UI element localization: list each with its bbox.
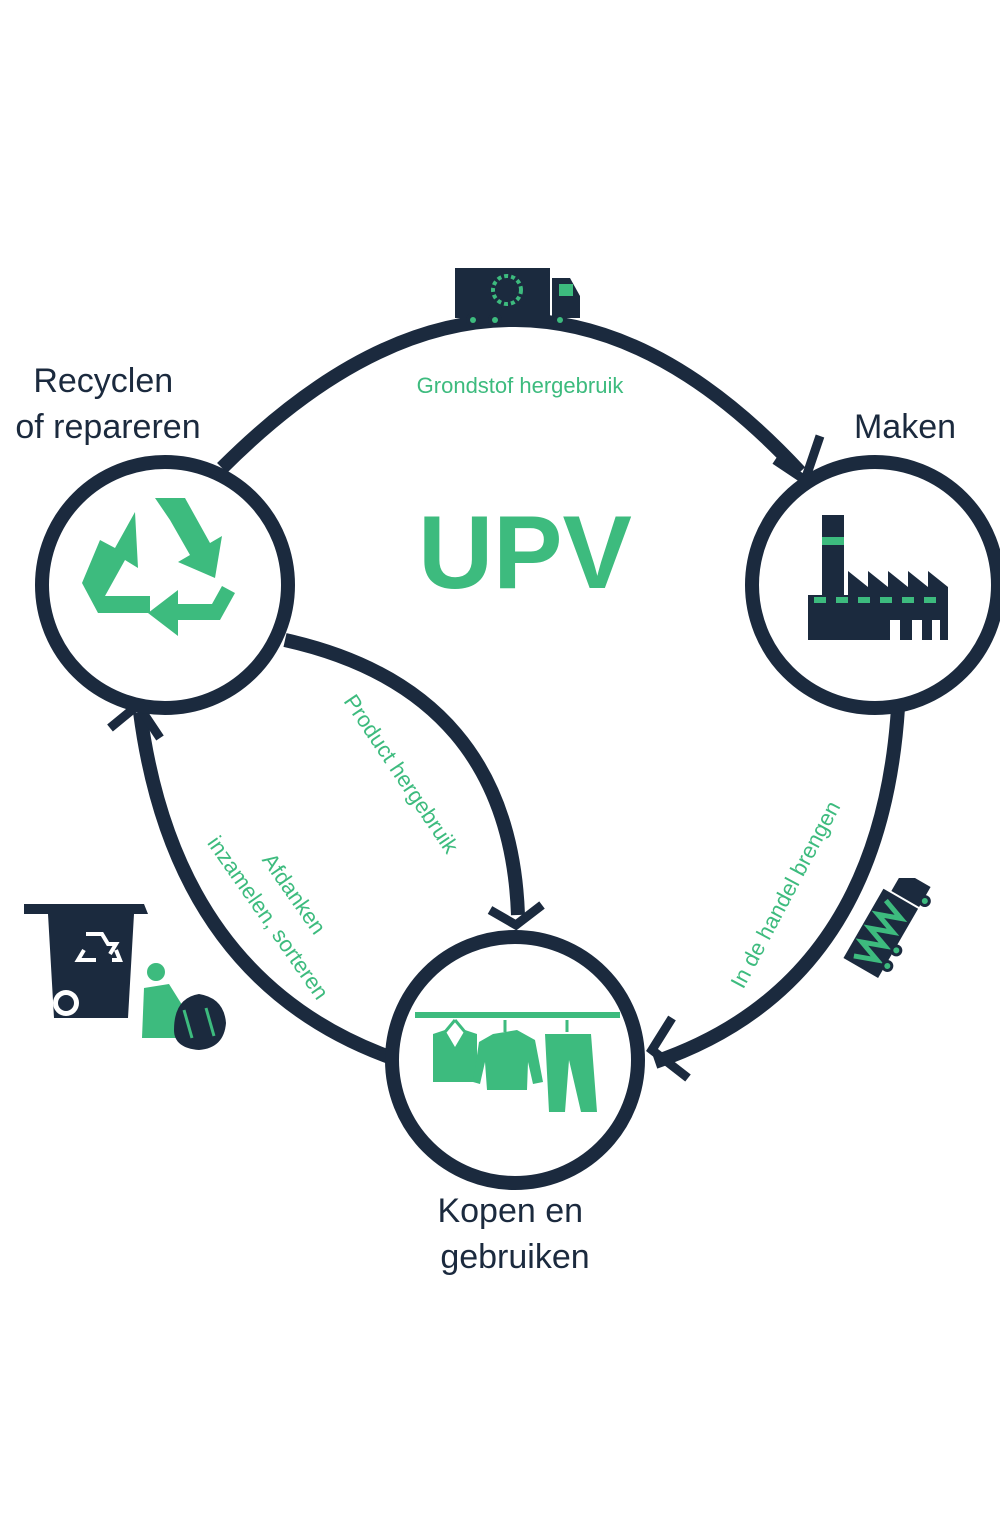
node-label-kopen-line1: Kopen en: [437, 1192, 583, 1230]
arc-recyclen-to-kopen: [283, 633, 525, 916]
edge-label-handel: In de handel brengen: [726, 797, 846, 992]
edge-label-grondstof: Grondstof hergebruik: [417, 373, 625, 398]
clothes-rack-icon: [415, 1012, 620, 1112]
cycle-arrows: [133, 313, 905, 1069]
center-title: UPV: [418, 495, 632, 611]
truck-icon-top: [455, 268, 580, 327]
arrowhead-kopen-top: [487, 901, 545, 931]
waste-collection-icon: [24, 904, 226, 1050]
arrowhead-kopen-right: [646, 1015, 691, 1082]
node-label-recyclen-line2: of repareren: [15, 408, 200, 446]
arc-recyclen-to-maken: [217, 313, 806, 477]
recycle-icon: [82, 498, 235, 636]
arc-kopen-to-recyclen: [133, 711, 395, 1065]
truck-icon-right: [843, 877, 931, 978]
node-label-kopen: Kopen en gebruiken: [437, 1192, 592, 1276]
node-recyclen-circle[interactable]: [35, 455, 295, 715]
node-label-recyclen-line1: Recyclen: [33, 362, 173, 400]
node-label-recyclen: Recyclen of repareren: [15, 362, 200, 446]
arc-maken-to-kopen: [652, 707, 905, 1069]
node-label-maken: Maken: [854, 408, 956, 446]
factory-icon: [808, 515, 948, 640]
node-label-kopen-line2: gebruiken: [440, 1238, 589, 1276]
